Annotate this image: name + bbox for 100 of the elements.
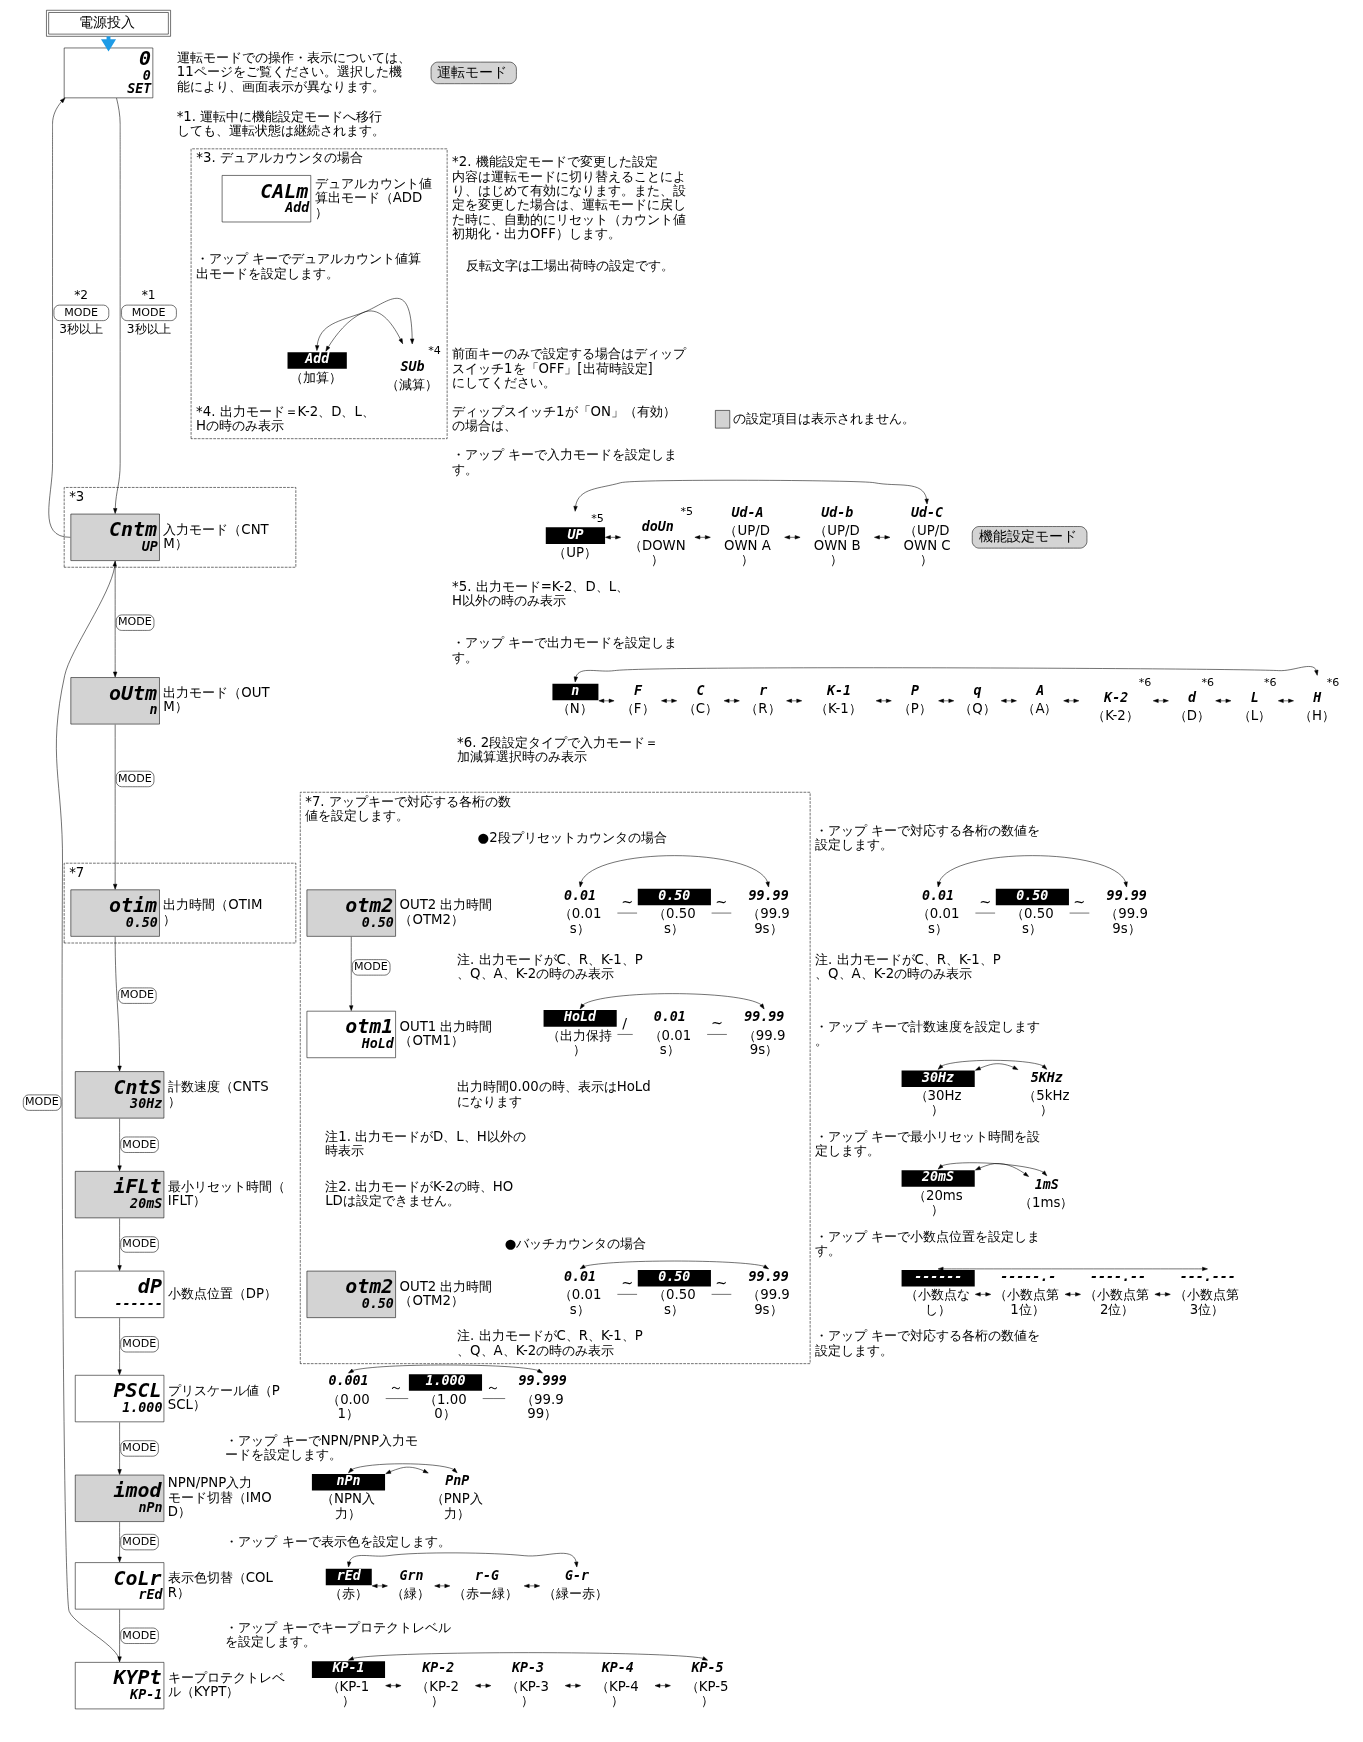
arrow [117,1422,122,1475]
arrow [114,936,122,1072]
label: ・アップ キーで表示色を設定します。 [225,1533,451,1549]
node-text: 99.999 （99.999） [518,1373,567,1422]
arrow [579,855,770,888]
arrow [1063,698,1080,703]
node-label: 小数点位置（DP） [167,1285,278,1301]
label: *6. 2段設定タイプで入力モード＝加減算選択時のみ表示 [457,734,659,765]
node-text: Ud-C （UP/DOWN C） [903,504,951,568]
arrow [117,1118,122,1172]
arrow [937,1060,1048,1070]
node-label: プリスケール値（PSCL） [167,1382,280,1413]
node-label: （加算） [290,369,343,385]
arrow [579,1260,769,1270]
node-text: KP-4 （KP-4） [595,1660,639,1709]
node-label: 入力モード（CNTM） [163,521,269,551]
edge-label: ~ [715,893,728,910]
arrow [1278,698,1294,703]
node-label: （30Hz） [914,1087,962,1118]
node-text: Grn （緑） [391,1567,431,1602]
label: *5. 出力モード=K-2、D、L、H以外の時のみ表示 [452,578,630,609]
node-text: Ud-A （UP/DOWN A） [723,504,771,568]
arrow [975,1063,1019,1071]
arrow [654,1683,671,1688]
label: 出力時間0.00の時、表示はHoLdになります [457,1079,651,1109]
node-label: （出力保持） [546,1027,612,1057]
arrow [786,698,802,703]
arrow [523,1583,540,1588]
node-label: （0.50s） [653,906,696,936]
node-text: H （H） [1298,690,1335,724]
node-text: 0.001 （0.001） [327,1373,370,1422]
node-text: r （R） [745,682,781,717]
arrow [573,666,1319,683]
arrow [937,855,1128,888]
edge-label: MODE [117,615,152,629]
edge-label: MODE [122,1628,157,1642]
arrow [723,698,740,703]
node-label: （UP） [553,544,598,560]
edge-label: MODE [354,960,388,974]
edge-label: ~ [1073,893,1086,910]
node-box: rEd [325,1568,372,1586]
arrow [315,298,415,351]
node-label: （0.50s） [1011,906,1054,936]
node-text: 99.99 （99.99s） [747,887,790,936]
node-box: 20mS [901,1170,975,1187]
label: ・アップ キーで小数点位置を設定します。 [815,1228,1041,1259]
label: ディップスイッチ1が「ON」（有効）の場合は、 [452,403,676,433]
node-text: F （F） [620,682,655,717]
node-box: 0.50 [637,1270,711,1287]
arrow [113,724,118,890]
arrow [605,535,621,540]
label: 前面キーのみで設定する場合はディップスイッチ1を「OFF」[出荷時設定]にしてください。 [452,346,687,391]
node-text: K-2 （K-2） [1092,690,1139,724]
edge-label: MODE [122,1441,157,1455]
label: *1. 運転中に機能設定モードへ移行しても、運転状態は継続されます。 [176,108,385,139]
node-text: d （D） [1173,690,1210,724]
label: ・アップ キーで最小リセット時間を設定します。 [815,1128,1041,1159]
arrow [694,535,711,540]
arrow [975,1292,991,1297]
label: ・アップ キーで対応する各桁の数値を設定します。 [815,823,1041,853]
node-text: 0.01 （0.01s） [648,1009,692,1057]
label: 反転文字は工場出荷時の設定です。 [465,258,674,274]
node-box: n [552,683,599,701]
edge-label: MODE [117,771,152,785]
arrow [1000,698,1017,703]
node-text: 99.99 （99.99s） [747,1269,790,1317]
arrow [348,1463,458,1474]
node-label: *6 [1326,675,1340,689]
node-text: G-r （緑ー赤） [543,1567,609,1602]
node-label: OUT2 出力時間（OTM2） [399,1278,493,1309]
arrow [564,1683,581,1688]
node-text: KP-2 （KP-2） [416,1660,460,1709]
edge-label: ~ [979,893,992,910]
node-label: 出力時間（OTIM） [163,897,263,927]
label: ・アップ キーで入力モードを設定します。 [452,447,678,477]
label: ・アップ キーでデュアルカウント値算出モードを設定します。 [196,251,422,281]
node-box: 0.50 [995,888,1069,906]
node-text: 1mS （1ms） [1019,1176,1074,1210]
arrow [937,1266,1208,1271]
node-box: 1.000 [408,1374,483,1391]
node-label: *6 [1138,675,1152,689]
arrow [113,560,118,678]
arrow [598,698,615,703]
node-text: P （P） [897,682,932,717]
edge-label: ～ [389,1379,404,1396]
arrow [784,535,801,540]
node-box: 機能設定モード [971,526,1088,549]
arrow [385,1683,402,1688]
edge-label: MODE [24,1095,59,1109]
label: 注2. 出力モードがK-2の時、HOLDは設定できません。 [325,1178,514,1209]
arrow [1153,698,1169,703]
edge-label: / [622,1015,628,1032]
node-label: *6 [1264,675,1277,689]
node-label: 出力モード（OUTM） [163,685,270,715]
edge-label: ~ [621,893,634,910]
edge-label: MODE [120,988,154,1002]
arrow [48,97,71,538]
node-text: 0.01 （0.01s） [916,887,960,936]
node-label: キープロテクトレベル（KYPT） [167,1669,285,1700]
node-label: NPN/PNP入力モード切替（IMOD） [167,1475,272,1520]
